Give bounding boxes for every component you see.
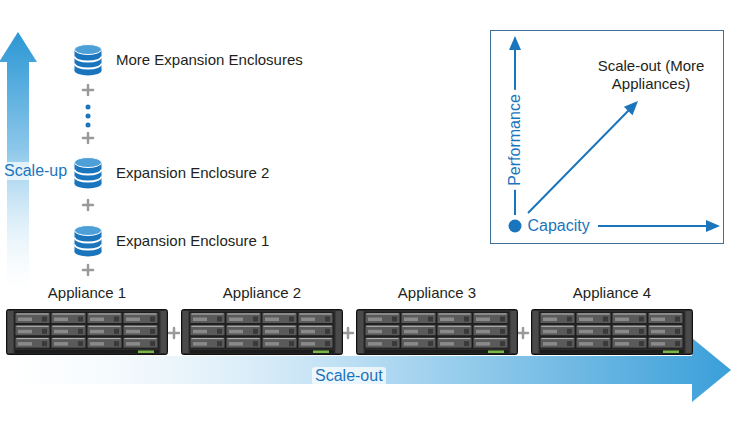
axis-label: Capacity — [528, 217, 590, 235]
appliance-label: Appliance 1 — [6, 283, 168, 303]
enclosure-node: More Expansion Enclosures — [74, 44, 303, 76]
enclosure-label: Expansion Enclosure 1 — [116, 232, 269, 250]
enclosure-label: Expansion Enclosure 2 — [116, 164, 269, 182]
appliance-node: Appliance 4 — [531, 283, 693, 355]
scale-out-label: Scale-out — [312, 367, 386, 385]
database-icon — [74, 225, 102, 257]
ellipsis-dots — [86, 105, 91, 128]
server-appliance — [181, 309, 343, 355]
scale-out-arrow — [0, 338, 731, 402]
enclosure-label: More Expansion Enclosures — [116, 51, 303, 69]
server-appliance — [531, 309, 693, 355]
scale-up-label: Scale-up — [1, 162, 70, 180]
appliance-node: Appliance 1 — [6, 283, 168, 355]
plus-signs — [83, 85, 528, 338]
chart-panel: Scale-out (More Appliances) PerformanceCa… — [490, 30, 724, 244]
server-appliance — [6, 309, 168, 355]
axis-label: Performance — [506, 90, 524, 190]
appliance-node: Appliance 3 — [356, 283, 518, 355]
appliance-label: Appliance 2 — [181, 283, 343, 303]
appliance-node: Appliance 2 — [181, 283, 343, 355]
enclosure-node: Expansion Enclosure 1 — [74, 225, 269, 257]
enclosure-node: Expansion Enclosure 2 — [74, 157, 269, 189]
axis-caption: Scale-out (More Appliances) — [581, 57, 721, 93]
appliance-label: Appliance 3 — [356, 283, 518, 303]
appliance-label: Appliance 4 — [531, 283, 693, 303]
axis-arrows — [509, 36, 721, 233]
database-icon — [74, 44, 102, 76]
server-appliance — [356, 309, 518, 355]
database-icon — [74, 157, 102, 189]
